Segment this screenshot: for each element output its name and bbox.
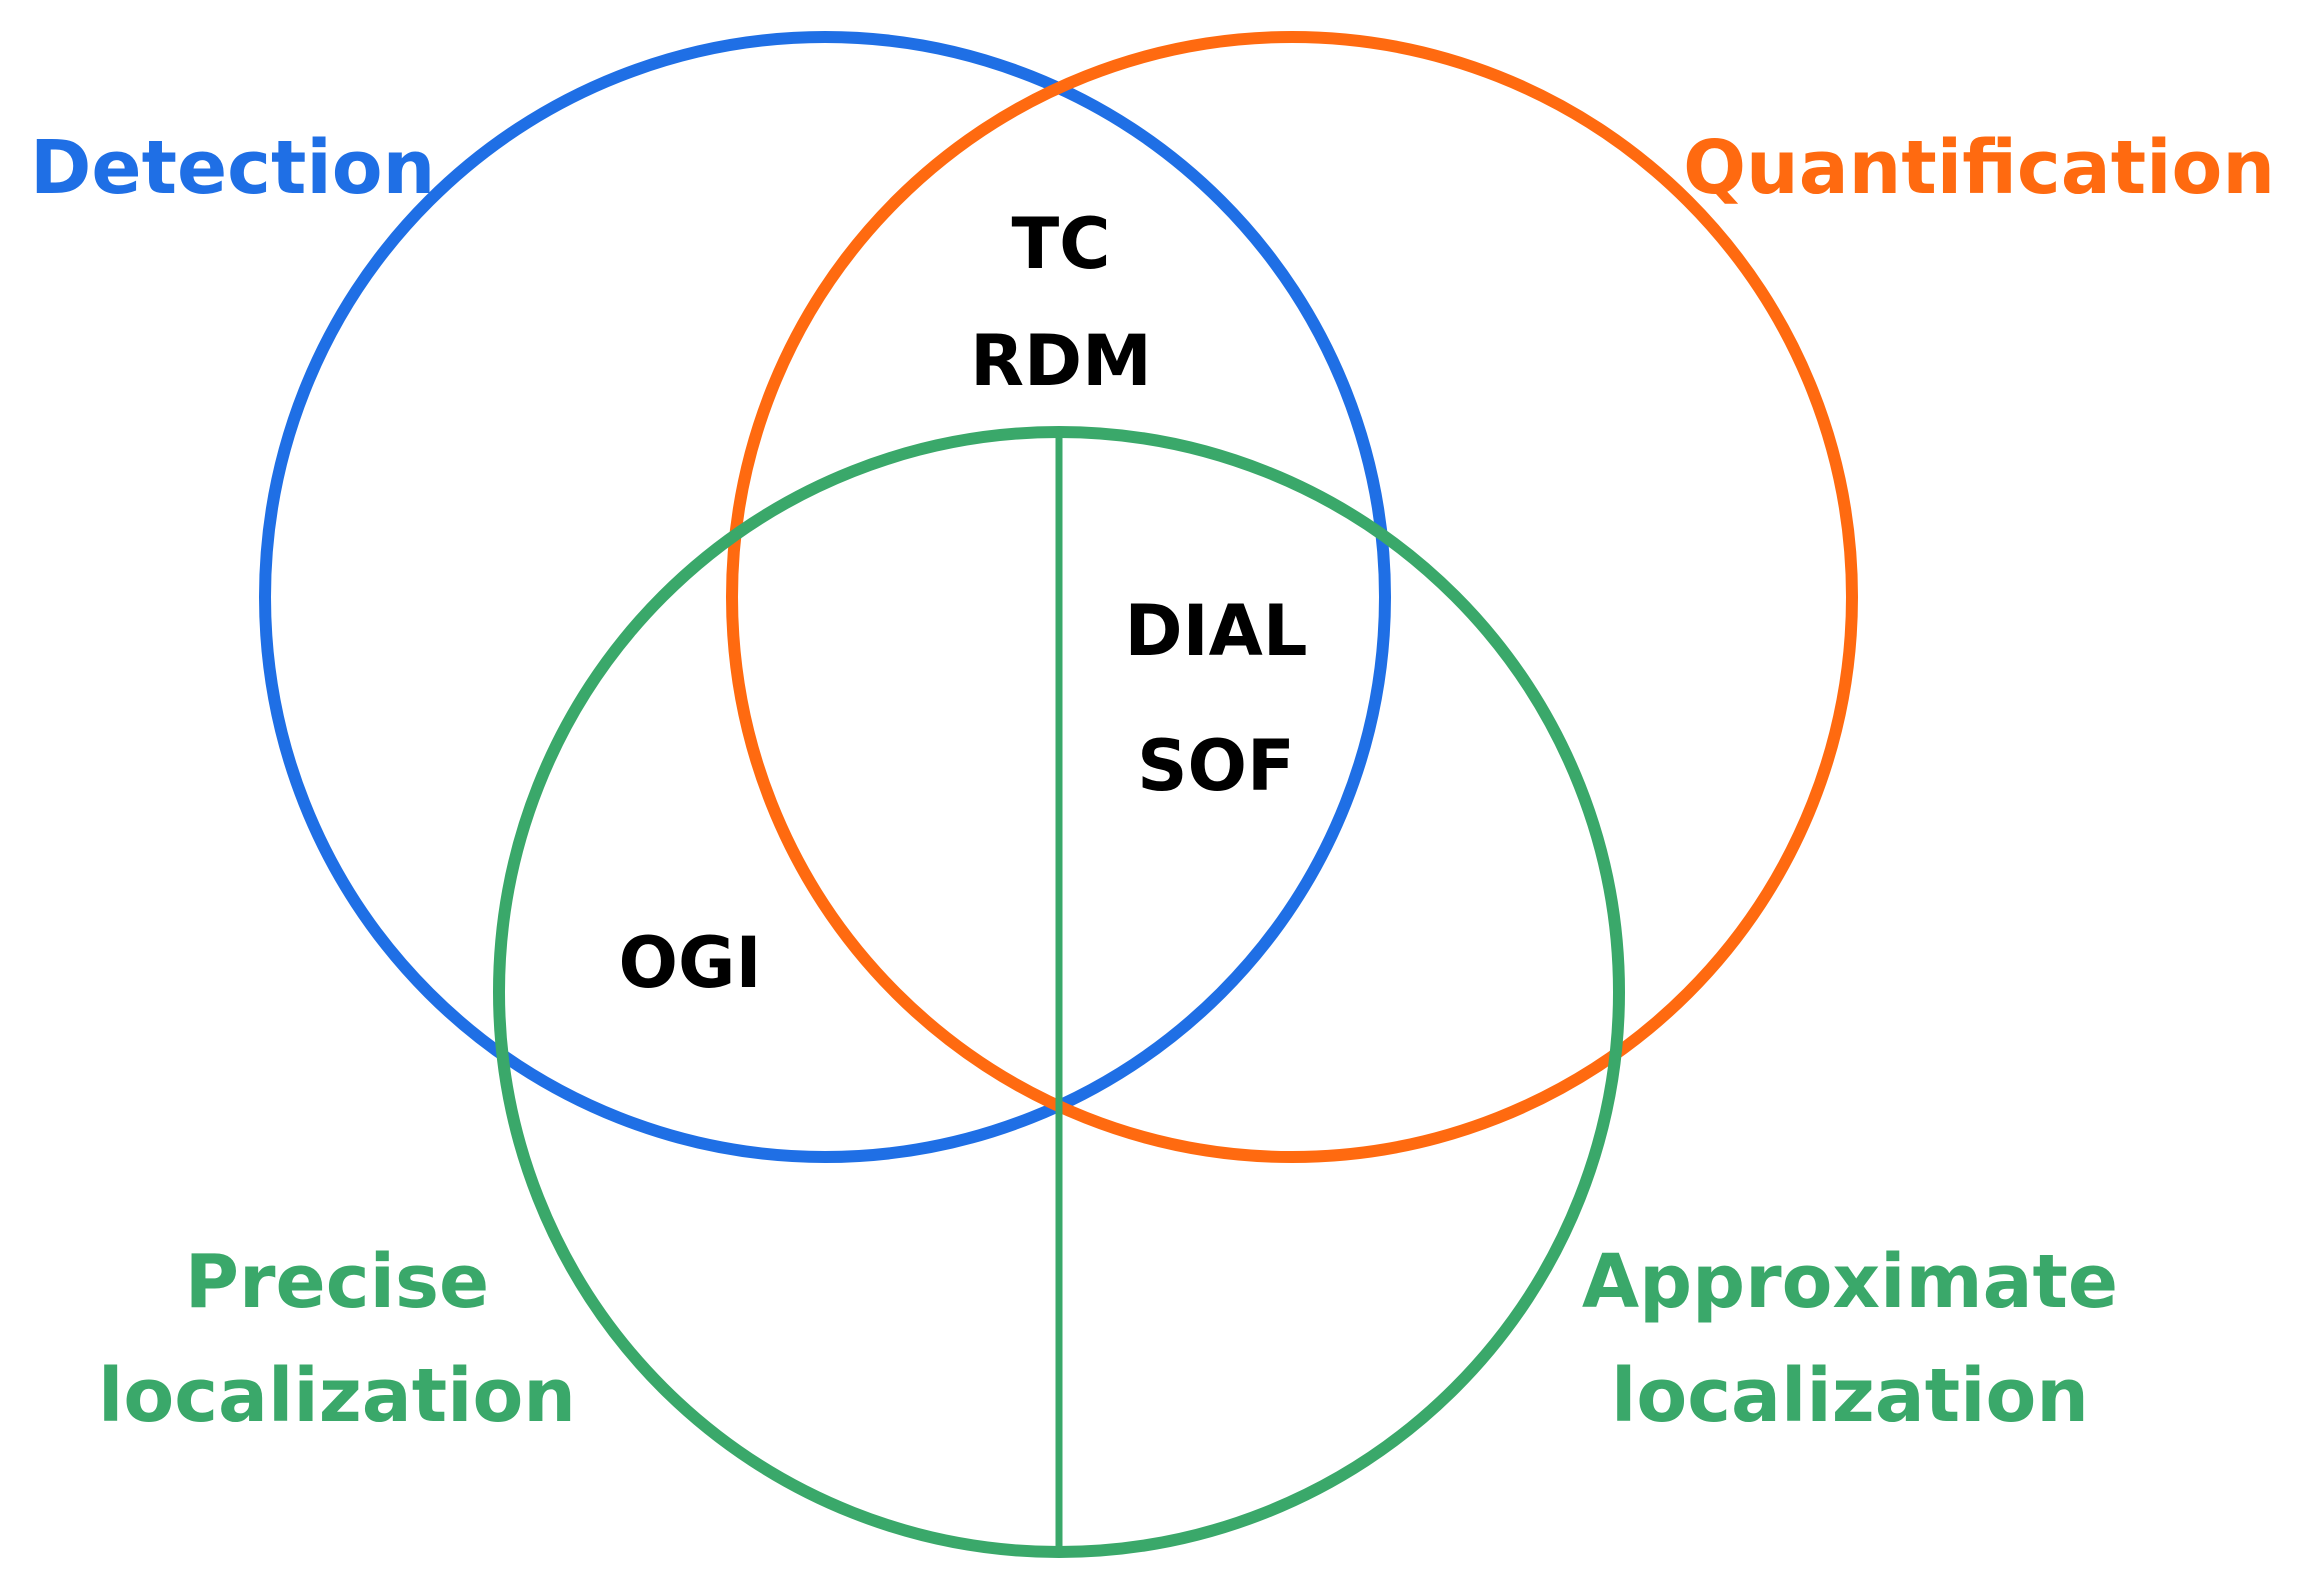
approximate-localization-label-line2: localization	[1611, 1353, 2089, 1439]
region-label-sof: SOF	[1137, 725, 1295, 807]
precise-localization-label-line1: Precise	[185, 1239, 489, 1325]
region-label-tc: TC	[1011, 203, 1110, 285]
region-label-rdm: RDM	[970, 320, 1152, 402]
precise-localization-label-line2: localization	[98, 1353, 576, 1439]
region-label-ogi: OGI	[618, 922, 761, 1004]
region-label-dial: DIAL	[1125, 590, 1308, 672]
quantification-circle	[726, 31, 1858, 1163]
detection-circle	[259, 31, 1391, 1163]
approximate-localization-label-line1: Approximate	[1582, 1239, 2118, 1325]
quantification-label: Quantification	[1683, 125, 2275, 211]
detection-label: Detection	[30, 125, 435, 211]
